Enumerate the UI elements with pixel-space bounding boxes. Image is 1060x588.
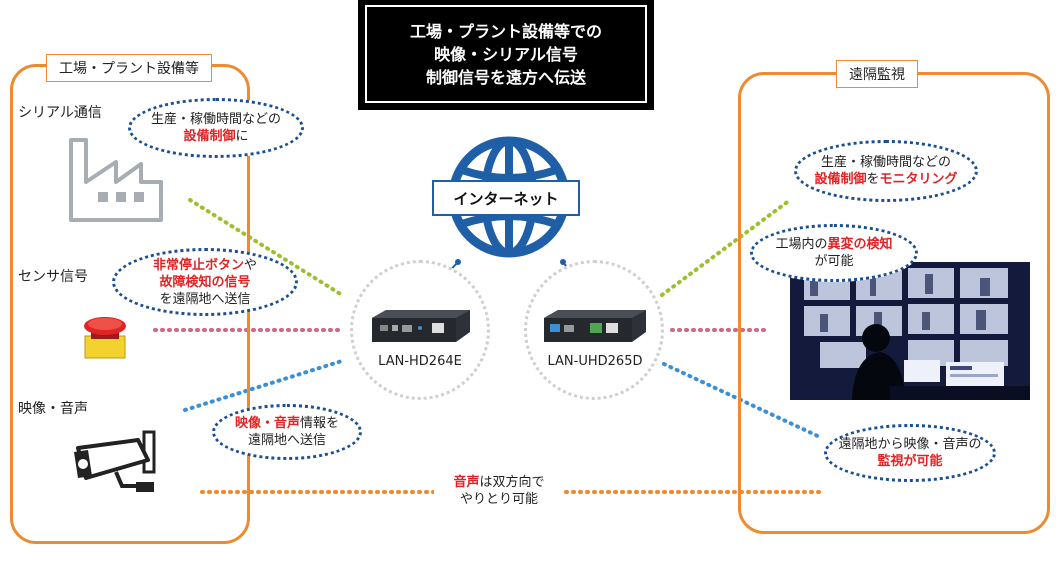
bubble-text: 情報を	[300, 416, 340, 431]
bubble-text: が可能	[814, 254, 854, 269]
bubble-highlight: モニタリング	[879, 172, 958, 187]
remote-panel-label: 遠隔監視	[836, 60, 918, 88]
bubble-text: 遠隔地へ送信	[247, 433, 326, 448]
bubble-highlight: 故障検知の信号	[159, 274, 251, 290]
bubble-text: 遠隔地から映像・音声の	[838, 437, 982, 452]
encoder-unit-icon	[372, 310, 470, 342]
source-label-sensor: センサ信号	[18, 269, 88, 285]
bubble-highlight: 監視が可能	[877, 454, 943, 469]
encoder-label: LAN-HD264E	[378, 354, 462, 369]
bubble-highlight: 非常停止ボタン	[152, 257, 244, 273]
security-camera-icon	[74, 430, 156, 492]
audio-text: やりとり可能	[459, 492, 538, 507]
title-line-1: 工場・プラント設備等での	[409, 21, 602, 41]
factory-panel-label: 工場・プラント設備等	[46, 54, 212, 82]
source-label-serial: シリアル通信	[18, 105, 102, 121]
bubble-text: を	[866, 172, 880, 187]
factory-icon	[69, 138, 163, 222]
audio-text: は双方向で	[479, 475, 545, 490]
video-signal-line	[183, 358, 347, 412]
bubble-text: 生産・稼働時間などの	[820, 155, 951, 170]
remote-monitoring-bubble: 遠隔地から映像・音声の 監視が可能	[824, 424, 996, 482]
bubble-highlight: 異変の検知	[827, 237, 893, 252]
sensor-signal-bubble: 非常停止ボタンや 故障検知の信号 を遠隔地へ送信	[112, 248, 298, 316]
internet-label: インターネット	[432, 180, 580, 216]
video-output-line	[662, 362, 824, 440]
decoder-label: LAN-UHD265D	[547, 354, 643, 369]
monitoring-signal-line	[660, 198, 792, 297]
bubble-highlight: 設備制御	[183, 129, 236, 144]
title-line-2: 映像・シリアル信号	[434, 44, 578, 64]
bubble-text: 生産・稼働時間などの	[150, 112, 281, 127]
bubble-text: に	[235, 129, 249, 144]
audio-bidirectional-note: 音声は双方向で やりとり可能	[434, 474, 564, 514]
bubble-text: を遠隔地へ送信	[159, 291, 251, 307]
emergency-button-icon	[84, 317, 126, 359]
title-line-3: 制御信号を遠方へ伝送	[425, 67, 586, 87]
serial-signal-line	[188, 198, 344, 297]
bubble-highlight: 設備制御	[814, 172, 867, 187]
source-label-video: 映像・音声	[18, 401, 88, 417]
audio-highlight: 音声	[453, 475, 480, 490]
monitoring-bubble: 生産・稼働時間などの 設備制御をモニタリング	[794, 140, 978, 202]
monitoring-room-image	[790, 262, 1030, 400]
title-box: 工場・プラント設備等での 映像・シリアル信号 制御信号を遠方へ伝送	[358, 0, 654, 110]
bubble-text: 工場内の	[775, 237, 828, 252]
serial-control-bubble: 生産・稼働時間などの 設備制御に	[128, 98, 304, 158]
bubble-highlight: 映像・音声	[234, 416, 300, 431]
decoder-unit-icon	[544, 310, 646, 342]
anomaly-detection-bubble: 工場内の異変の検知 が可能	[750, 224, 918, 282]
video-audio-bubble: 映像・音声情報を 遠隔地へ送信	[212, 404, 362, 460]
bubble-text: や	[244, 257, 258, 273]
